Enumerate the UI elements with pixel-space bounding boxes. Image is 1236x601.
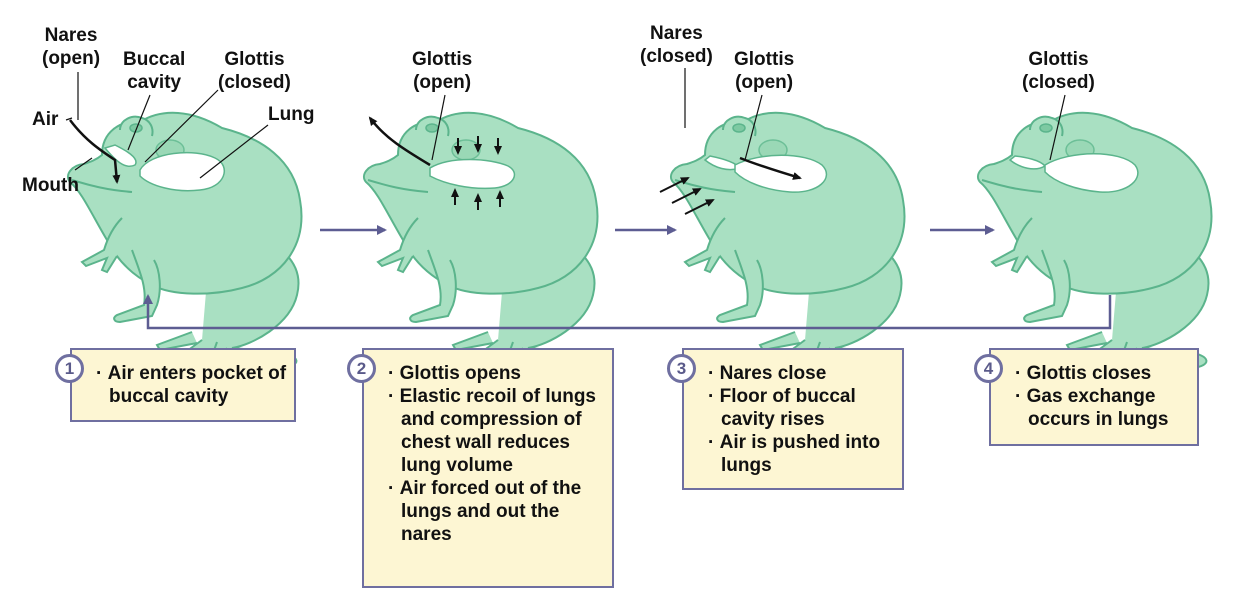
lung-shape	[1044, 153, 1139, 193]
arrow-4-to-1	[143, 294, 1112, 330]
step-4-item: Gas exchange occurs in lungs	[1015, 385, 1197, 431]
compression-arrows	[451, 136, 504, 210]
step-4-item: Glottis closes	[1015, 362, 1197, 385]
label-glottis-open-2: Glottis (open)	[412, 49, 473, 93]
frog-stage-1	[66, 111, 303, 372]
step-2-item: Elastic recoil of lungs and compression …	[388, 385, 610, 477]
step-number-1: 1	[55, 354, 84, 383]
step-2-item: Glottis opens	[388, 362, 610, 385]
label-nares-open: Nares (open)	[42, 25, 101, 69]
exhale-arrow	[368, 116, 431, 167]
process-arrows	[143, 225, 1112, 330]
label-nares-closed: Nares (closed)	[640, 23, 713, 67]
label-glottis-closed-1: Glottis (closed)	[218, 49, 291, 93]
step-4-list: Glottis closes Gas exchange occurs in lu…	[1015, 362, 1197, 431]
step-number-4: 4	[974, 354, 1003, 383]
step-2-list: Glottis opens Elastic recoil of lungs an…	[388, 362, 610, 546]
label-lung: Lung	[268, 104, 315, 125]
leader-lines	[65, 68, 1066, 179]
label-glottis-closed-4: Glottis (closed)	[1022, 49, 1095, 93]
label-glottis-open-3: Glottis (open)	[734, 49, 795, 93]
label-mouth: Mouth	[22, 175, 79, 196]
step-box-4: Glottis closes Gas exchange occurs in lu…	[989, 348, 1199, 446]
step-3-item: Air is pushed into lungs	[708, 431, 902, 477]
step-2-item: Air forced out of the lungs and out the …	[388, 477, 610, 546]
lung-shape	[429, 158, 516, 190]
step-box-3: Nares close Floor of buccal cavity rises…	[682, 348, 904, 490]
lung-shape	[139, 151, 225, 192]
step-1-list: Air enters pocket of buccal cavity	[96, 362, 292, 408]
frog-stage-4	[976, 111, 1213, 372]
step-number-2: 2	[347, 354, 376, 383]
step-3-item: Floor of buccal cavity rises	[708, 385, 902, 431]
step-1-item: Air enters pocket of buccal cavity	[96, 362, 292, 408]
frog-stage-3	[659, 111, 906, 372]
label-buccal-cavity: Buccal cavity	[123, 49, 186, 93]
step-box-1: Air enters pocket of buccal cavity	[70, 348, 296, 422]
label-air: Air	[32, 109, 59, 130]
step-3-list: Nares close Floor of buccal cavity rises…	[708, 362, 902, 477]
floor-rise-arrows	[659, 177, 715, 215]
step-number-3: 3	[667, 354, 696, 383]
step-3-item: Nares close	[708, 362, 902, 385]
frog-stage-2	[362, 111, 599, 372]
air-path-arrow	[69, 119, 121, 184]
step-box-2: Glottis opens Elastic recoil of lungs an…	[362, 348, 614, 588]
